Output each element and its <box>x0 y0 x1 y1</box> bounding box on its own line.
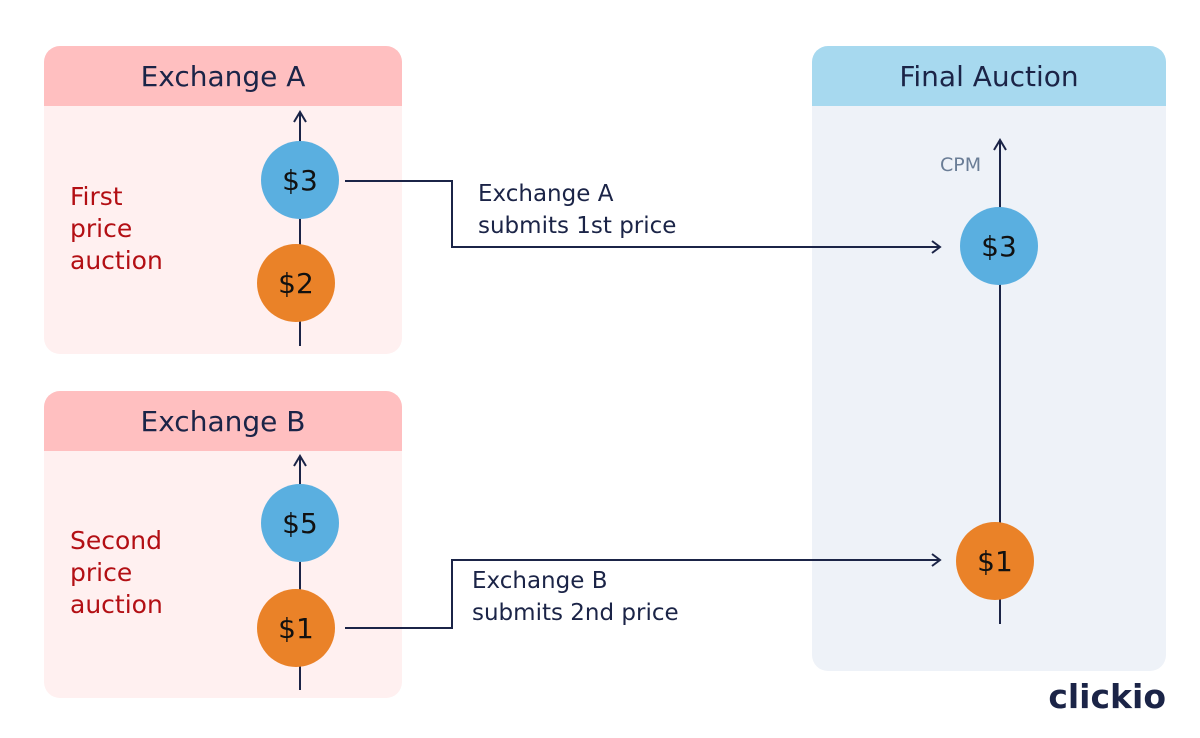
exchange-b-bottom-bid-coin: $1 <box>257 589 335 667</box>
cpm-axis-label: CPM <box>940 154 982 176</box>
flow-b-connector <box>345 559 940 629</box>
exchange-a-axis-arrowhead <box>293 110 307 123</box>
exchange-b-panel: Exchange B <box>44 391 402 698</box>
flow-b-line1: Exchange B <box>472 568 608 594</box>
exchange-b-top-bid-coin: $5 <box>261 484 339 562</box>
final-auction-bottom-bid-coin: $1 <box>956 522 1034 600</box>
clickio-logo: clickio <box>1048 677 1166 716</box>
exchange-a-top-bid-coin: $3 <box>261 141 339 219</box>
flow-a-line2: submits 1st price <box>478 213 677 239</box>
exchange-a-bottom-bid-coin: $2 <box>257 244 335 322</box>
exchange-a-panel: Exchange A <box>44 46 402 354</box>
exchange-b-body <box>44 451 402 698</box>
final-auction-axis-arrowhead <box>993 138 1007 151</box>
exchange-a-body <box>44 106 402 354</box>
flow-a-connector <box>345 180 940 248</box>
flow-b-arrowhead <box>931 553 942 567</box>
flow-b-text: Exchange B submits 2nd price <box>472 565 679 629</box>
flow-a-arrowhead <box>931 240 942 254</box>
exchange-b-auction-type: Second price auction <box>70 526 163 619</box>
final-auction-panel: Final Auction <box>812 46 1166 671</box>
exchange-b-title: Exchange B <box>44 391 402 451</box>
final-auction-top-bid-coin: $3 <box>960 207 1038 285</box>
flow-a-text: Exchange A submits 1st price <box>478 178 676 242</box>
flow-b-line2: submits 2nd price <box>472 600 679 626</box>
exchange-a-auction-type: First price auction <box>70 182 163 275</box>
exchange-b-axis-arrowhead <box>293 454 307 467</box>
final-auction-title: Final Auction <box>812 46 1166 106</box>
flow-a-line1: Exchange A <box>478 181 614 207</box>
exchange-a-title: Exchange A <box>44 46 402 106</box>
